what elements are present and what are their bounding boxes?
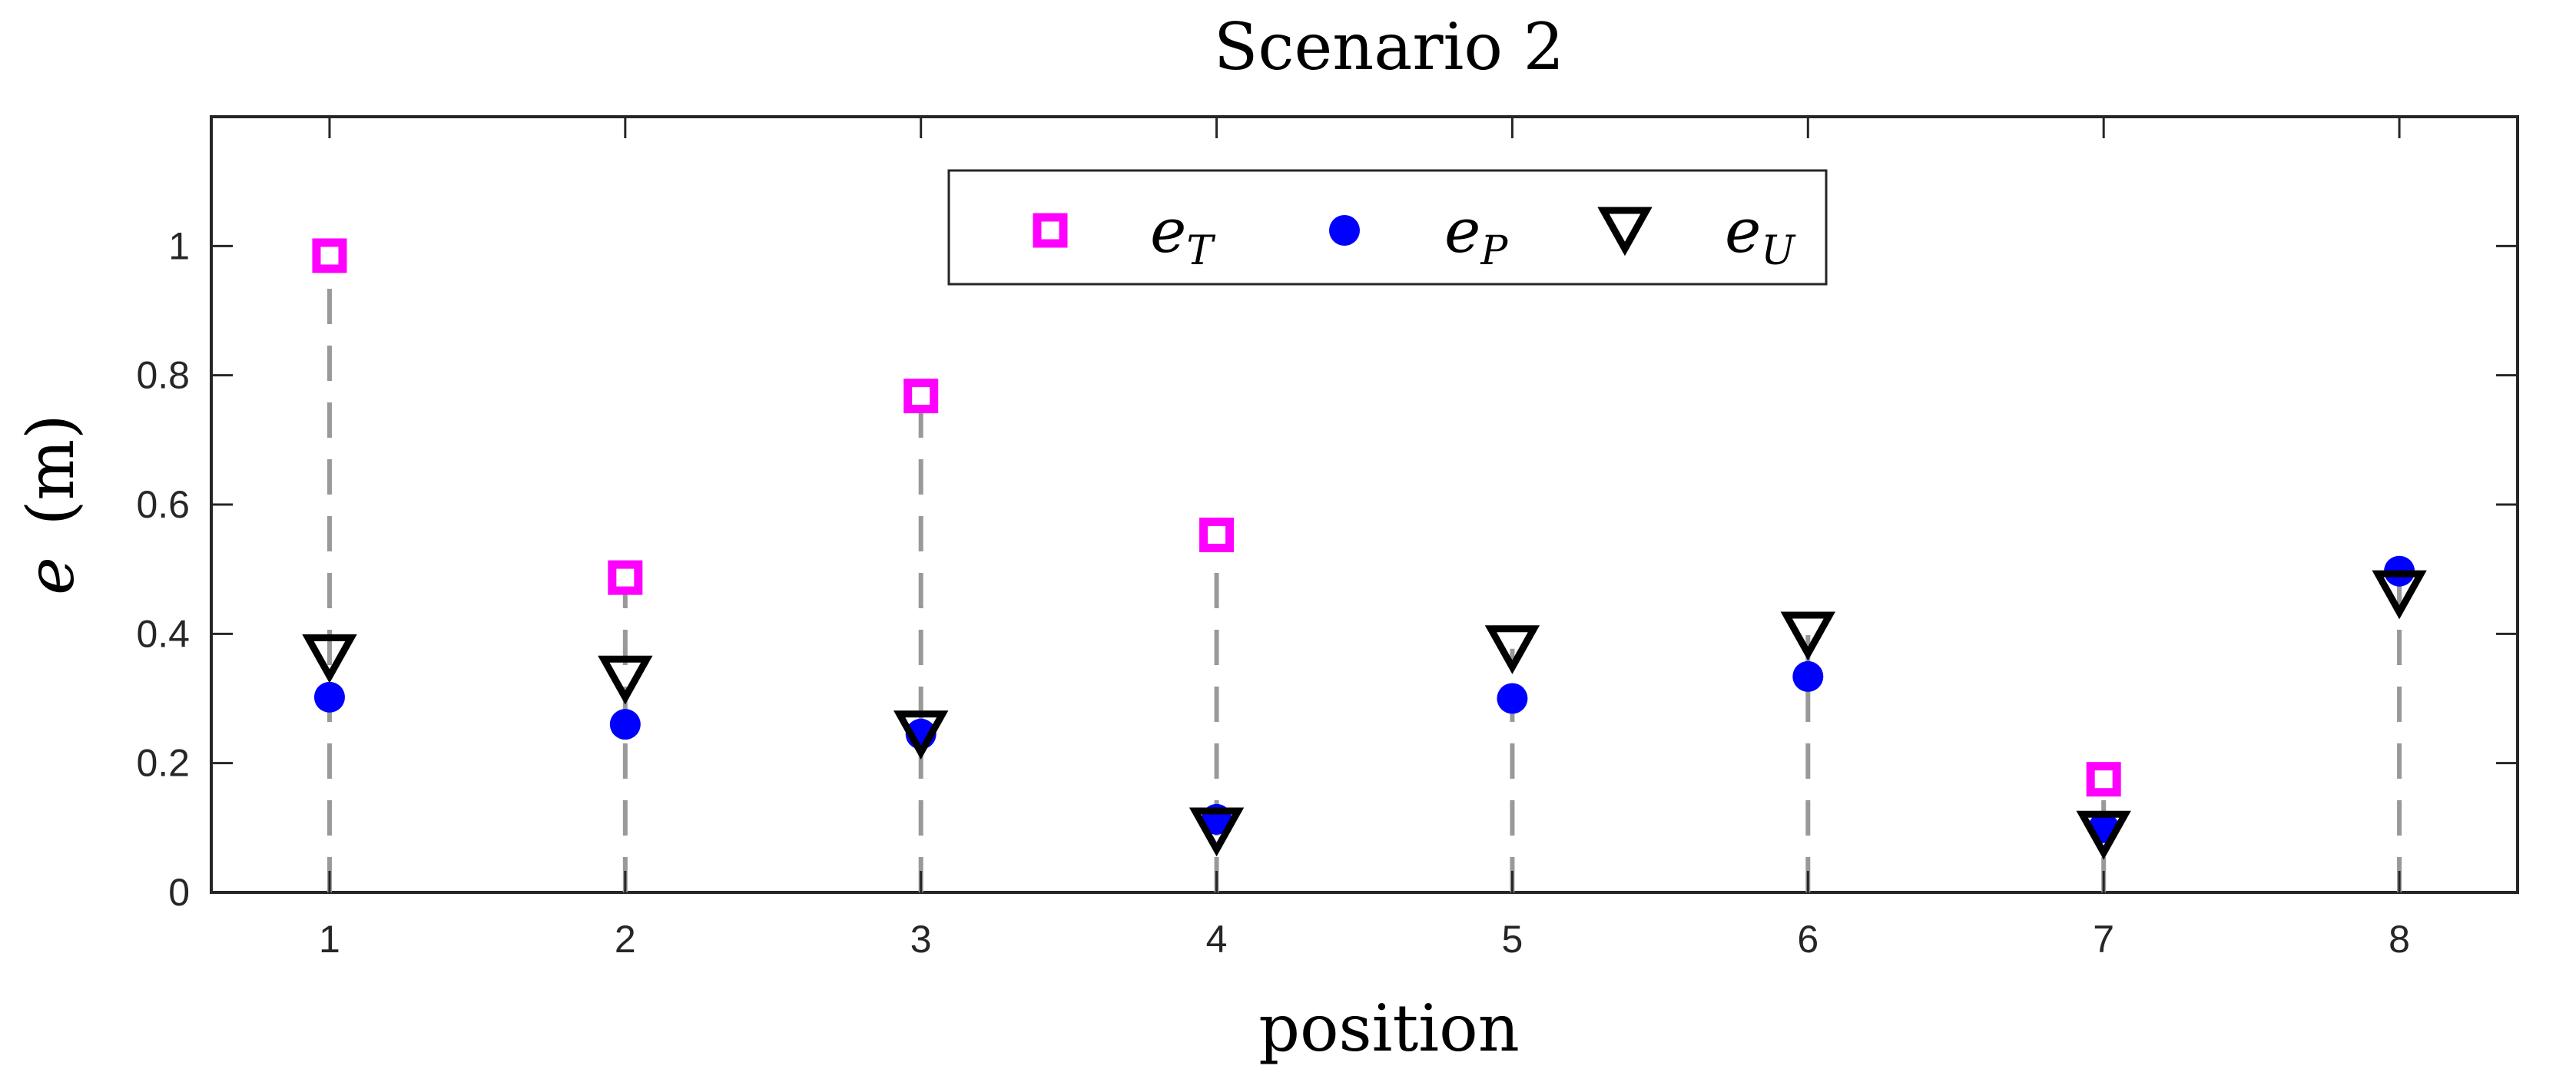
x-tick-label-1: 1: [319, 918, 340, 961]
marker-eT-1: [312, 238, 347, 273]
marker-eU-3: [893, 710, 949, 760]
marker-eP-5: [1497, 683, 1528, 714]
data-markers: [302, 238, 2427, 860]
y-tick-label-3: 0.6: [136, 483, 190, 526]
marker-eU-1: [302, 634, 357, 683]
legend-label-subscript: T: [1186, 228, 1215, 274]
x-tick-label-8: 8: [2389, 918, 2410, 961]
axis-ticks: 1 2 3 4 5 6 7 8 0 0.2 0.4 0.6 0.8 1: [136, 117, 2518, 961]
y-tick-label-0: 0: [168, 871, 190, 914]
x-tick-label-2: 2: [615, 918, 636, 961]
legend-label-var: e: [1150, 195, 1186, 266]
marker-eP-1: [313, 681, 345, 713]
chart-title: Scenario 2: [1214, 9, 1564, 84]
legend-marker-eP: [1329, 215, 1360, 246]
legend-label-eP: eP: [1444, 195, 1508, 274]
x-tick-label-7: 7: [2093, 918, 2114, 961]
x-axis-label: position: [1258, 991, 1520, 1066]
y-axis-label-unit: (m): [13, 414, 88, 525]
marker-eP-6: [1792, 660, 1824, 692]
marker-eT-3: [903, 379, 939, 414]
marker-eT-7: [2086, 762, 2121, 797]
marker-eT-4: [1199, 518, 1235, 553]
y-tick-label-4: 0.8: [136, 354, 190, 397]
legend-label-eU: eU: [1725, 195, 1796, 274]
marker-eT-2: [608, 560, 643, 595]
marker-eU-4: [1189, 807, 1245, 857]
marker-eP-2: [609, 709, 641, 740]
marker-eU-7: [2076, 810, 2131, 860]
x-tick-label-3: 3: [910, 918, 932, 961]
y-axis-label-variable: e: [13, 557, 88, 595]
legend-label-var: e: [1725, 195, 1761, 266]
legend-label-var: e: [1444, 195, 1480, 266]
marker-eU-2: [598, 655, 653, 705]
marker-eU-6: [1780, 611, 1835, 661]
marker-eU-5: [1484, 625, 1540, 674]
y-axis-label: e (m): [13, 414, 88, 595]
x-tick-label-4: 4: [1206, 918, 1228, 961]
legend-label-eT: eT: [1150, 195, 1215, 274]
legend-label-subscript: P: [1480, 228, 1508, 274]
y-tick-label-1: 0.2: [136, 742, 190, 785]
x-tick-label-6: 6: [1797, 918, 1818, 961]
x-tick-label-5: 5: [1502, 918, 1523, 961]
legend-marker-eT: [1033, 213, 1068, 248]
y-tick-label-2: 0.4: [136, 612, 190, 655]
legend-marker-eU: [1597, 207, 1653, 257]
marker-eU-8: [2372, 570, 2427, 620]
legend-label-subscript: U: [1761, 228, 1796, 274]
legend-box: [947, 169, 1828, 286]
y-tick-label-5: 1: [168, 224, 190, 267]
